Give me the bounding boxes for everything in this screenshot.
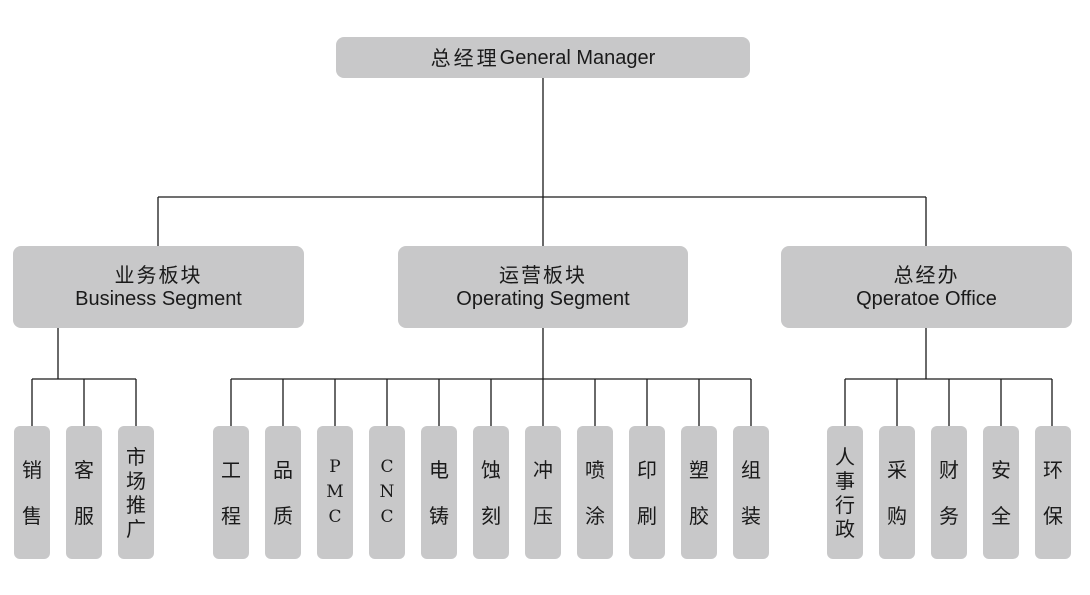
- dept-label: 采购: [887, 457, 907, 528]
- dept-label: 销售: [22, 457, 42, 528]
- dept-box-finance: 财务: [931, 426, 967, 559]
- dept-label: PMC: [326, 457, 344, 527]
- dept-box-assembly: 组装: [733, 426, 769, 559]
- dept-box-stamping: 冲压: [525, 426, 561, 559]
- dept-box-marketing: 市场推广: [118, 426, 154, 559]
- dept-label: 人事行政: [835, 444, 855, 541]
- dept-box-printing: 印刷: [629, 426, 665, 559]
- segment-label-en: Qperatoe Office: [856, 288, 997, 310]
- dept-label: 冲压: [533, 457, 553, 528]
- dept-label: CNC: [379, 457, 395, 527]
- dept-box-spraying: 喷涂: [577, 426, 613, 559]
- root-label-zh: 总经理: [430, 45, 500, 70]
- dept-box-hr-admin: 人事行政: [827, 426, 863, 559]
- operating-segment-box: 运营板块 Operating Segment: [398, 246, 688, 328]
- segment-label-zh: 业务板块: [114, 263, 203, 287]
- dept-label: 蚀刻: [481, 457, 501, 528]
- dept-label: 组装: [741, 457, 761, 528]
- dept-label: 塑胶: [689, 457, 709, 528]
- root-label-en: General Manager: [499, 46, 656, 69]
- segment-label-en: Business Segment: [75, 288, 242, 310]
- segment-label-zh: 运营板块: [499, 263, 587, 287]
- dept-box-electroforming: 电铸: [421, 426, 457, 559]
- dept-label: 环保: [1043, 457, 1063, 528]
- dept-label: 客服: [74, 457, 94, 528]
- segment-label-zh: 总经办: [893, 263, 960, 287]
- dept-label: 市场推广: [126, 444, 146, 541]
- dept-label: 品质: [273, 457, 293, 528]
- dept-box-plastics: 塑胶: [681, 426, 717, 559]
- dept-label: 喷涂: [585, 457, 605, 528]
- dept-box-sales: 销售: [14, 426, 50, 559]
- dept-label: 工程: [221, 457, 241, 528]
- dept-box-quality: 品质: [265, 426, 301, 559]
- dept-box-pmc: PMC: [317, 426, 353, 559]
- dept-box-etching: 蚀刻: [473, 426, 509, 559]
- dept-box-customer-service: 客服: [66, 426, 102, 559]
- dept-label: 电铸: [429, 457, 449, 528]
- segment-label-en: Operating Segment: [456, 288, 630, 310]
- dept-label: 印刷: [637, 457, 657, 528]
- dept-box-environment: 环保: [1035, 426, 1071, 559]
- dept-box-cnc: CNC: [369, 426, 405, 559]
- office-segment-box: 总经办 Qperatoe Office: [781, 246, 1072, 328]
- dept-box-safety: 安全: [983, 426, 1019, 559]
- dept-label: 财务: [939, 457, 959, 528]
- dept-box-purchasing: 采购: [879, 426, 915, 559]
- business-segment-box: 业务板块 Business Segment: [13, 246, 304, 328]
- dept-label: 安全: [991, 457, 1011, 528]
- dept-box-engineering: 工程: [213, 426, 249, 559]
